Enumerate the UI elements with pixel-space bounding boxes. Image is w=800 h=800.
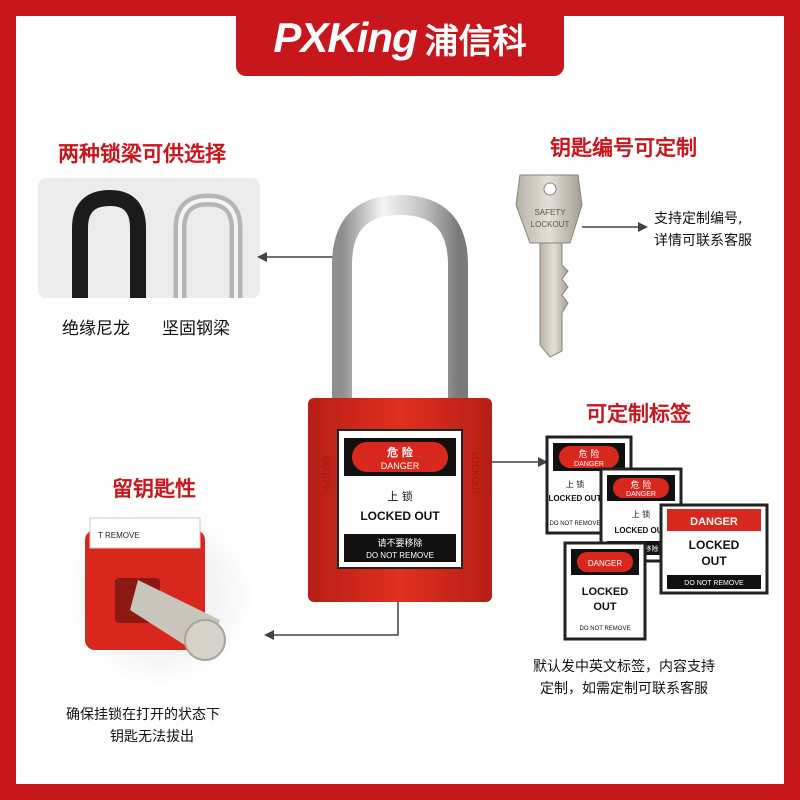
padlock-remove-en: DO NOT REMOVE — [366, 551, 434, 560]
svg-text:DANGER: DANGER — [626, 491, 656, 498]
svg-text:LOCKED: LOCKED — [582, 586, 629, 598]
padlock: 危 险 DANGER 上 锁 LOCKED OUT 请不要移除 DO NOT R… — [308, 194, 492, 602]
svg-text:LOCKED OUT: LOCKED OUT — [615, 526, 668, 535]
svg-text:OUT: OUT — [701, 554, 727, 568]
brand-header: PXKing 浦信科 — [236, 0, 564, 76]
key-retain-title: 留钥匙性 — [112, 477, 196, 501]
shackle-illustration — [72, 189, 243, 298]
svg-text:DO NOT REMOVE: DO NOT REMOVE — [580, 626, 631, 632]
svg-text:DO NOT REMOVE: DO NOT REMOVE — [550, 521, 601, 527]
brand-name-cn: 浦信科 — [424, 21, 527, 62]
key-engrave-2: LOCKOUT — [531, 220, 570, 229]
arrow-shackle — [257, 252, 333, 262]
label-samples: 危 险 DANGER 上 锁 LOCKED OUT DO NOT REMOVE … — [545, 435, 769, 641]
svg-text:危 险: 危 险 — [631, 479, 652, 491]
key-retain-closeup: T REMOVE — [65, 500, 255, 690]
brand-logo: PXKing — [273, 14, 417, 61]
svg-text:上 锁: 上 锁 — [632, 509, 651, 519]
svg-text:DANGER: DANGER — [690, 516, 738, 528]
key-title: 钥匙编号可定制 — [550, 136, 697, 160]
label-tag-4: DANGER LOCKED OUT DO NOT REMOVE — [659, 503, 769, 595]
padlock-side-right: LOCKOUT — [470, 452, 480, 496]
nylon-label: 绝缘尼龙 — [62, 319, 130, 339]
key-desc-2: 详情可联系客服 — [654, 233, 752, 249]
arrow-key-retain — [264, 597, 399, 640]
key-engrave-1: SAFETY — [534, 208, 566, 217]
key-image: SAFETY LOCKOUT — [515, 174, 583, 358]
arrow-key — [582, 222, 648, 232]
svg-text:LOCKED: LOCKED — [689, 538, 740, 552]
label-desc-1: 默认发中英文标签，内容支持 — [533, 659, 715, 675]
padlock-side-left: SAFETY — [320, 455, 330, 490]
svg-text:OUT: OUT — [593, 601, 617, 613]
key-retain-desc-2: 钥匙无法拔出 — [110, 729, 194, 745]
key-desc-1: 支持定制编号, — [654, 211, 743, 227]
svg-text:上 锁: 上 锁 — [566, 479, 585, 489]
key-retain-desc-1: 确保挂锁在打开的状态下 — [66, 707, 220, 723]
svg-text:DANGER: DANGER — [588, 559, 622, 568]
padlock-danger-en: DANGER — [381, 461, 420, 471]
label-tag-3: DANGER LOCKED OUT DO NOT REMOVE — [563, 541, 647, 641]
padlock-remove-cn: 请不要移除 — [377, 537, 422, 549]
padlock-locked-en: LOCKED OUT — [360, 509, 440, 523]
svg-text:DO NOT REMOVE: DO NOT REMOVE — [684, 580, 744, 587]
svg-text:LOCKED OUT: LOCKED OUT — [549, 494, 602, 503]
svg-text:危 险: 危 险 — [579, 448, 600, 460]
shackle-options-image — [38, 178, 260, 298]
steel-label: 坚固钢梁 — [162, 319, 230, 339]
padlock-danger-cn: 危 险 — [386, 445, 414, 459]
svg-text:DANGER: DANGER — [574, 461, 604, 468]
padlock-locked-cn: 上 锁 — [387, 489, 413, 503]
label-title: 可定制标签 — [586, 402, 691, 426]
label-desc-2: 定制，如需定制可联系客服 — [540, 681, 708, 697]
shackle-title: 两种锁梁可供选择 — [58, 142, 226, 166]
closeup-tag-text: T REMOVE — [98, 531, 140, 540]
